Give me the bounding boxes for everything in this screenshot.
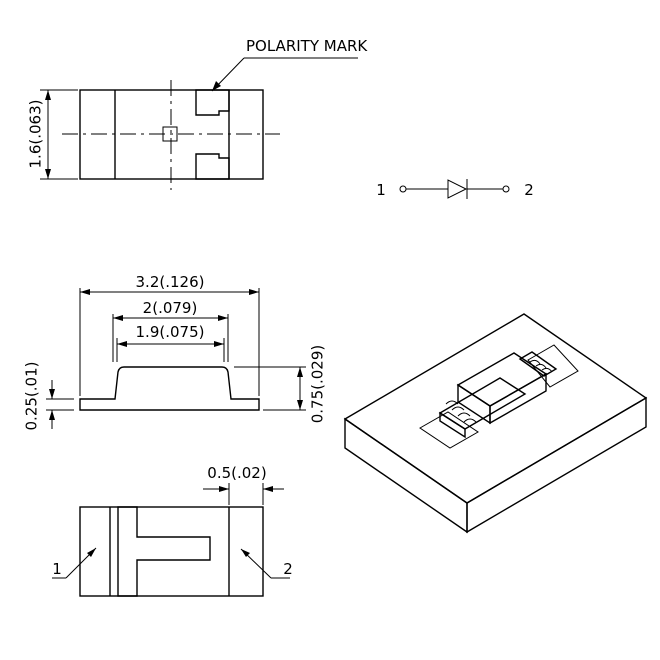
cathode-pad-hatched bbox=[117, 506, 211, 597]
mid-length-arrow-right bbox=[218, 315, 228, 321]
inner-length-label: 1.9(.075) bbox=[136, 323, 205, 341]
diode-symbol: 1 2 bbox=[376, 179, 534, 199]
bottom-view-body-outline bbox=[79, 506, 264, 597]
symbol-pin-2-label: 2 bbox=[524, 181, 534, 199]
top-view: 1.6(.063) POLARITY MARK bbox=[27, 37, 368, 190]
width-label: 1.6(.063) bbox=[27, 100, 45, 169]
total-height-arrow-bottom bbox=[297, 400, 303, 410]
pin-2-leader-arrow bbox=[241, 549, 250, 557]
total-height-arrow-top bbox=[297, 367, 303, 377]
side-view: 3.2(.126) 2(.079) 1.9(.075) 0.25(.01) 0.… bbox=[23, 273, 327, 430]
polarity-mark-upper-pad bbox=[195, 89, 230, 116]
isometric-view bbox=[343, 313, 648, 534]
pcb-board-top bbox=[343, 313, 648, 504]
pcb-board-left-side bbox=[344, 417, 468, 534]
iso-terminal-right bbox=[518, 351, 558, 377]
diode-triangle bbox=[447, 179, 468, 199]
symbol-terminal-2 bbox=[502, 185, 510, 193]
bottom-view: 0.5(.02) 1 2 bbox=[52, 464, 293, 597]
length-arrow-left bbox=[80, 289, 90, 295]
polarity-leader-arrow bbox=[212, 81, 221, 91]
length-arrow-right bbox=[249, 289, 259, 295]
mid-length-arrow-left bbox=[113, 315, 123, 321]
pcb-board-front-side bbox=[466, 396, 647, 534]
width-arrow-bottom bbox=[45, 169, 51, 179]
chip-die bbox=[162, 126, 178, 142]
terminal-width-arrow-right bbox=[263, 486, 273, 492]
width-arrow-top bbox=[45, 90, 51, 100]
iso-body-front-face bbox=[489, 372, 547, 425]
iso-solder-fillet-right bbox=[529, 359, 553, 373]
iso-pad-left bbox=[419, 411, 479, 449]
terminal-width-arrow-left bbox=[219, 486, 229, 492]
iso-terminal-left-side bbox=[439, 411, 466, 439]
iso-solder-fillet-left bbox=[445, 400, 477, 423]
pin-1-label: 1 bbox=[52, 560, 62, 578]
inner-length-arrow-right bbox=[214, 341, 224, 347]
total-height-label: 0.75(.029) bbox=[309, 345, 327, 424]
pin-1-leader-arrow bbox=[87, 548, 96, 557]
pad-height-label: 0.25(.01) bbox=[23, 362, 41, 431]
symbol-pin-1-label: 1 bbox=[376, 181, 386, 199]
symbol-terminal-1 bbox=[399, 185, 407, 193]
terminal-width-label: 0.5(.02) bbox=[207, 464, 266, 482]
iso-pad-right bbox=[527, 344, 579, 388]
length-label: 3.2(.126) bbox=[136, 273, 205, 291]
mid-length-label: 2(.079) bbox=[143, 299, 198, 317]
inner-length-arrow-left bbox=[117, 341, 127, 347]
side-view-outline bbox=[79, 366, 260, 411]
pin-2-label: 2 bbox=[283, 560, 293, 578]
polarity-mark-label: POLARITY MARK bbox=[246, 37, 368, 55]
pad-height-arrow-top bbox=[49, 389, 55, 399]
pad-height-arrow-bottom bbox=[49, 410, 55, 420]
polarity-mark-lower-pad bbox=[195, 153, 230, 180]
